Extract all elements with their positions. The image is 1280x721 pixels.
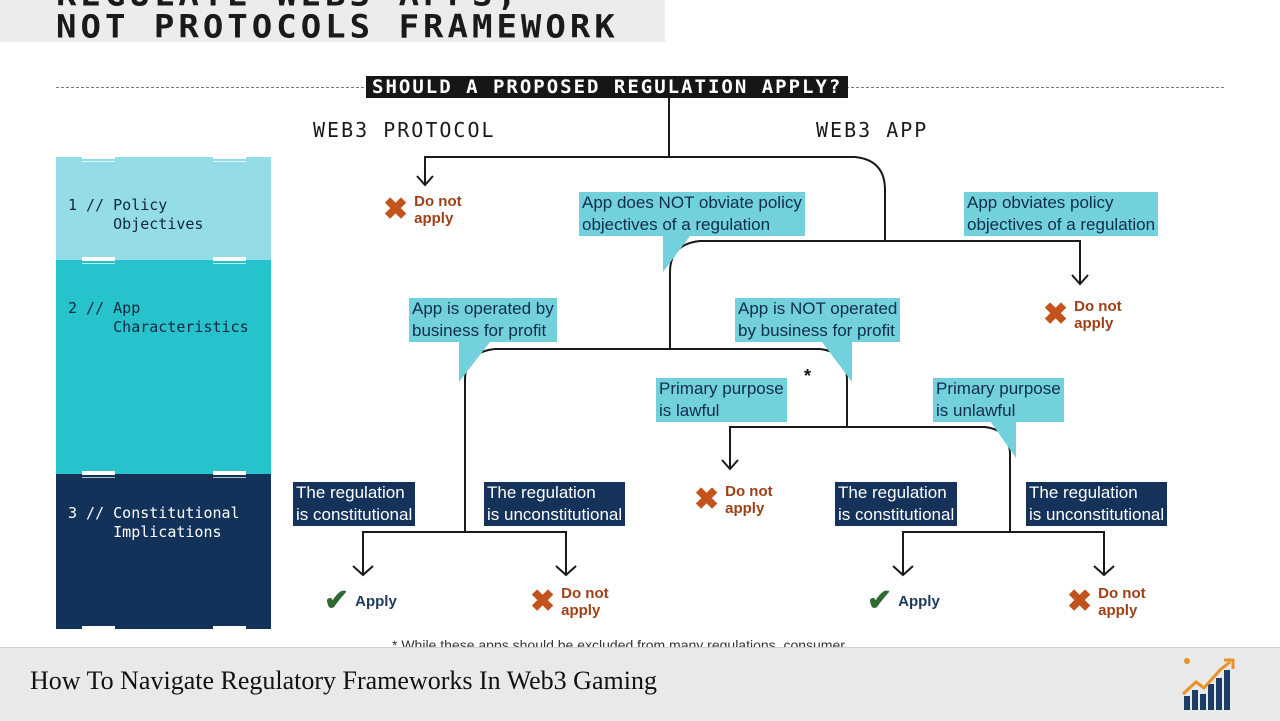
- legend-tick: [213, 257, 246, 264]
- site-logo-icon: [1180, 656, 1238, 712]
- legend-tick: [82, 155, 115, 162]
- legend-label-policy: 1 // Policy Objectives: [68, 196, 204, 233]
- legend-app-characteristics: 2 // App Characteristics: [56, 260, 271, 474]
- caption-bar: [0, 647, 1280, 721]
- bubble-tail: [822, 342, 852, 382]
- page-caption: How To Navigate Regulatory Frameworks In…: [30, 666, 657, 695]
- legend-policy-objectives: 1 // Policy Objectives: [56, 157, 271, 260]
- node-unlawful: Primary purpose is unlawful: [933, 378, 1064, 422]
- node-unconstitutional-right: The regulation is unconstitutional: [1026, 482, 1168, 526]
- legend-tick: [213, 155, 246, 162]
- legend-tick: [213, 626, 246, 633]
- legend-tick: [82, 626, 115, 633]
- title-band: [0, 0, 665, 42]
- node-lawful: Primary purpose is lawful: [656, 378, 787, 422]
- connector-obviates: [885, 240, 1081, 284]
- asterisk-marker: *: [804, 366, 812, 386]
- bubble-tail: [459, 342, 490, 382]
- node-constitutional-right: The regulation is constitutional: [835, 482, 958, 526]
- result-apply-left: ✔ Apply: [324, 586, 397, 616]
- result-label: Do not apply: [1098, 585, 1146, 619]
- bubble-tail: [990, 421, 1016, 458]
- legend-label-app: 2 // App Characteristics: [68, 299, 249, 336]
- x-icon: ✖: [1067, 585, 1093, 618]
- arrowhead: [416, 175, 434, 187]
- node-obviates: App obviates policy objectives of a regu…: [964, 192, 1159, 236]
- x-icon: ✖: [694, 483, 720, 516]
- connector-protocol: [424, 156, 669, 184]
- title-line-1: REGULATE WEB3 APPS,: [56, 0, 521, 11]
- legend-tick: [82, 471, 115, 478]
- arrowhead: [1093, 565, 1115, 577]
- title-line-2: NOT PROTOCOLS FRAMEWORK: [56, 8, 619, 46]
- legend-tick: [82, 257, 115, 264]
- check-icon: ✔: [867, 584, 893, 617]
- legend-tick: [213, 471, 246, 478]
- connector-unconst-left: [465, 531, 567, 574]
- x-icon: ✖: [1043, 298, 1069, 331]
- check-icon: ✔: [324, 584, 350, 617]
- connector-app: [669, 156, 886, 241]
- node-unconstitutional-left: The regulation is unconstitutional: [484, 482, 626, 526]
- result-label: Do not apply: [1074, 298, 1122, 332]
- arrowhead: [1071, 274, 1089, 286]
- bubble-tail: [663, 236, 690, 272]
- result-unconst-right-do-not-apply: ✖ Do not apply: [1067, 585, 1146, 619]
- connector-const-right: [902, 531, 1010, 574]
- result-apply-right: ✔ Apply: [867, 586, 940, 616]
- node-constitutional-left: The regulation is constitutional: [293, 482, 416, 526]
- result-label: Do not apply: [561, 585, 609, 619]
- result-obviates-do-not-apply: ✖ Do not apply: [1043, 298, 1122, 332]
- arrowhead: [352, 565, 374, 577]
- question-banner: SHOULD A PROPOSED REGULATION APPLY?: [366, 76, 849, 98]
- result-label: Do not apply: [725, 483, 773, 517]
- result-protocol-do-not-apply: ✖ Do not apply: [383, 193, 462, 227]
- result-label: Apply: [898, 592, 940, 610]
- arrowhead: [892, 565, 914, 577]
- node-not-operated-profit: App is NOT operated by business for prof…: [735, 298, 901, 342]
- node-not-obviate: App does NOT obviate policy objectives o…: [579, 192, 805, 236]
- arrowhead: [555, 565, 577, 577]
- node-operated-profit: App is operated by business for profit: [409, 298, 557, 342]
- arrowhead: [721, 459, 739, 471]
- column-head-protocol: WEB3 PROTOCOL: [313, 118, 496, 142]
- connector-const-left: [362, 531, 465, 574]
- result-label: Do not apply: [414, 193, 462, 227]
- x-icon: ✖: [383, 193, 409, 226]
- legend-constitutional: 3 // Constitutional Implications: [56, 474, 271, 629]
- result-label: Apply: [355, 592, 397, 610]
- result-lawful-do-not-apply: ✖ Do not apply: [694, 483, 773, 517]
- connector-lawful: [729, 426, 847, 468]
- legend-label-constitutional: 3 // Constitutional Implications: [68, 504, 240, 541]
- x-icon: ✖: [530, 585, 556, 618]
- result-unconst-left-do-not-apply: ✖ Do not apply: [530, 585, 609, 619]
- column-head-app: WEB3 APP: [816, 118, 929, 142]
- connector-unconst-right: [1010, 531, 1105, 574]
